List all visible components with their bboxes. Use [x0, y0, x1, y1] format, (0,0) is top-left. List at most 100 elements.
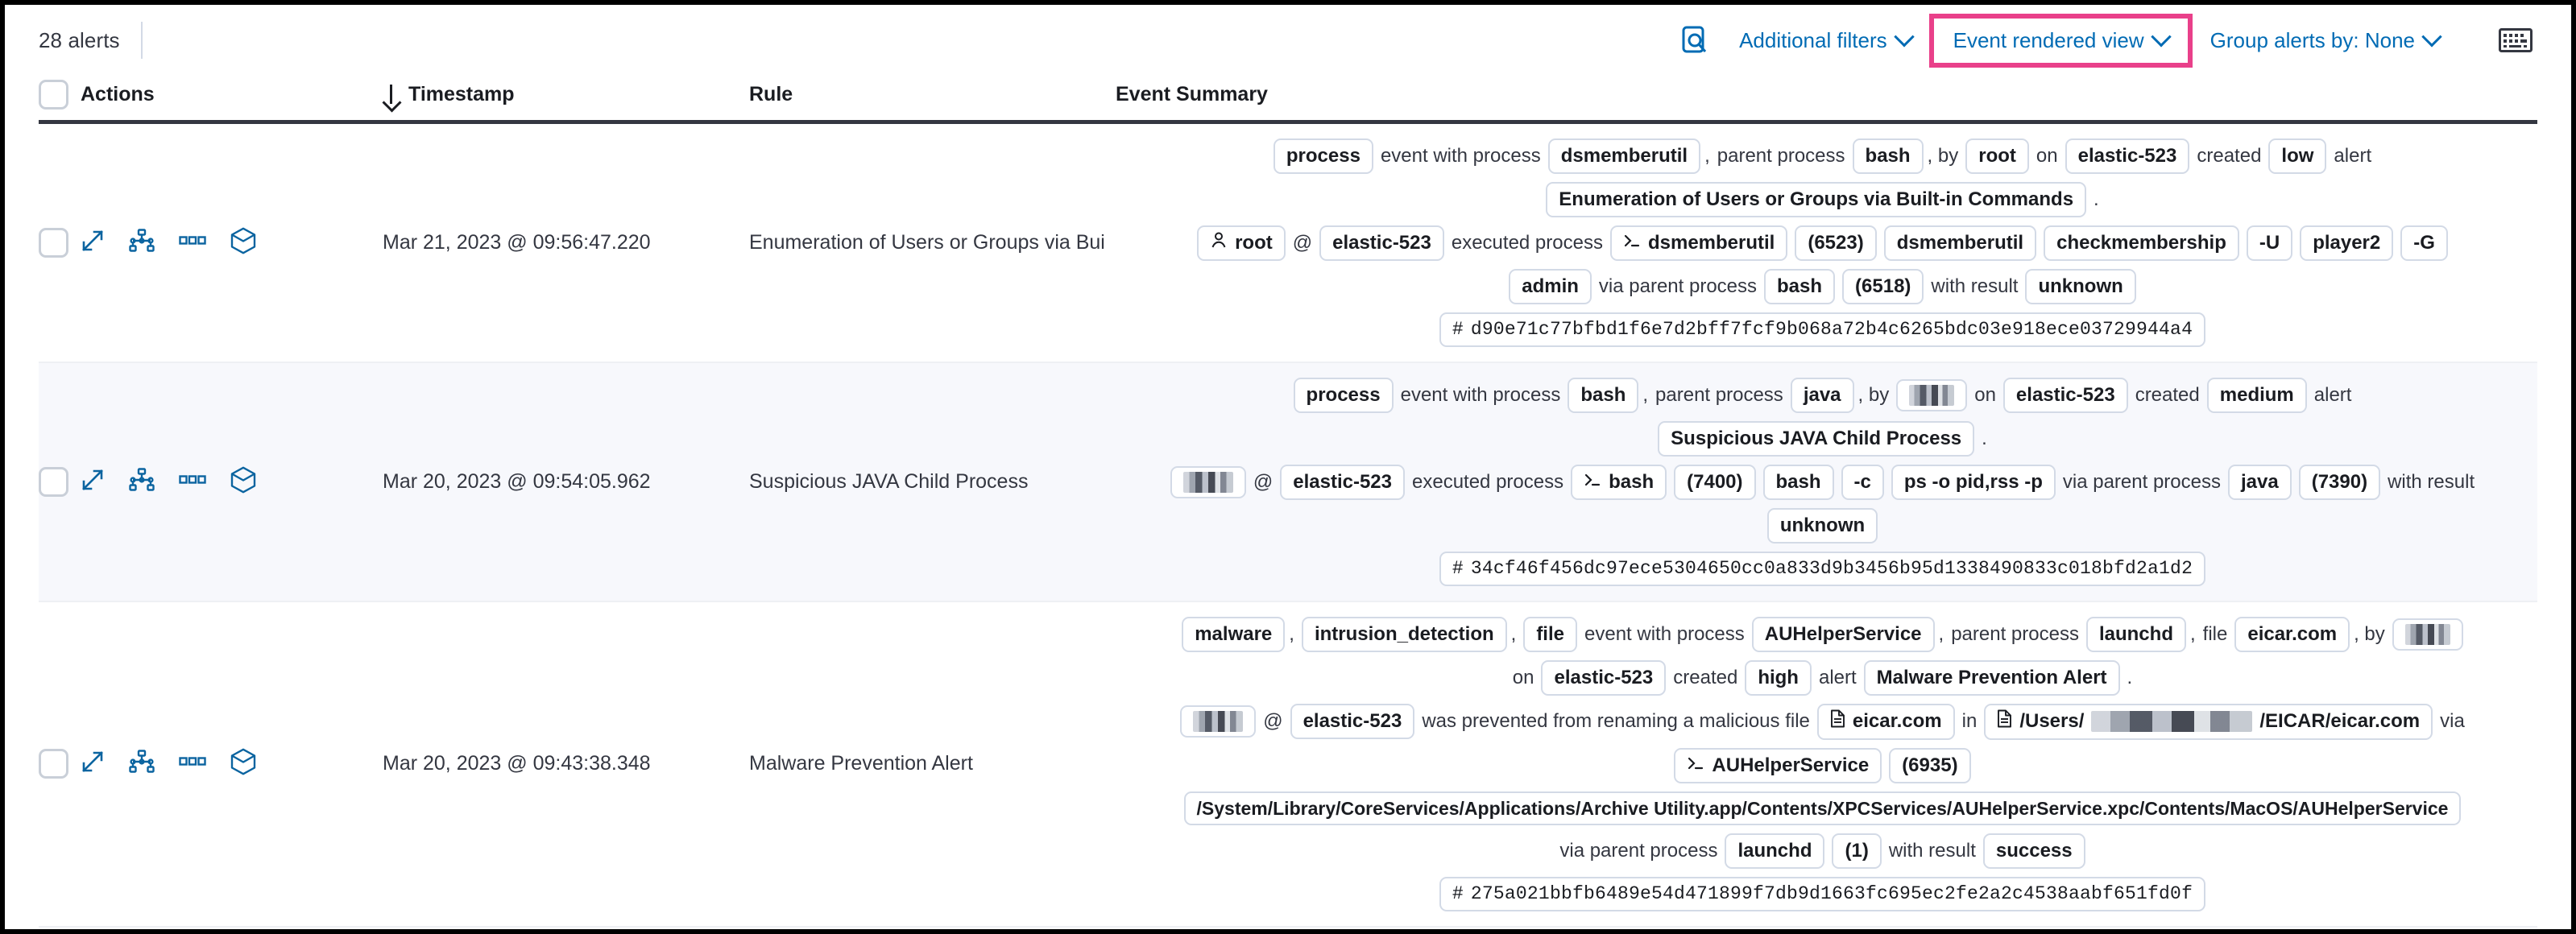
redacted-user-chip[interactable] [1170, 465, 1246, 498]
redacted-user-chip[interactable] [1896, 378, 1968, 411]
value-chip[interactable]: -G [2400, 225, 2448, 261]
row-select-checkbox[interactable] [39, 749, 81, 779]
expand-icon[interactable] [81, 229, 105, 257]
value-chip[interactable]: medium [2206, 377, 2307, 413]
analyzer-icon[interactable] [129, 467, 155, 496]
value-chip[interactable]: (7390) [2298, 464, 2381, 500]
value-chip[interactable]: (6523) [1795, 225, 1877, 261]
rule-name[interactable]: Suspicious JAVA Child Process [749, 469, 1029, 493]
column-header-timestamp[interactable]: Timestamp [383, 83, 749, 106]
value-chip[interactable]: root [1965, 138, 2029, 174]
chip-label: dsmemberutil [1647, 232, 1775, 254]
value-chip[interactable]: ps -o pid,rss -p [1891, 464, 2056, 500]
keyboard-icon[interactable] [2494, 19, 2537, 62]
value-chip[interactable]: dsmemberutil [1547, 138, 1701, 174]
session-view-icon[interactable] [230, 466, 256, 498]
value-chip[interactable]: process [1273, 138, 1373, 174]
value-chip[interactable]: (6518) [1842, 269, 1924, 304]
column-header-rule[interactable]: Rule [749, 83, 1116, 106]
value-chip[interactable]: bash [1852, 138, 1924, 174]
executable-path-chip[interactable]: /System/Library/CoreServices/Application… [1183, 791, 2462, 826]
hash-chip[interactable]: #d90e71c77bfbd1f6e7d2bff7fcf9b068a72b4c6… [1439, 312, 2206, 347]
hash-chip[interactable]: #34cf46f456dc97ece5304650cc0a833d9b3456b… [1439, 551, 2206, 586]
row-select-checkbox[interactable] [39, 227, 81, 258]
value-chip[interactable]: launchd [1725, 833, 1825, 870]
value-chip[interactable]: success [1982, 833, 2085, 870]
value-chip[interactable]: elastic-523 [1319, 225, 1444, 261]
value-chip[interactable]: elastic-523 [1280, 464, 1405, 500]
value-chip[interactable]: bash [1764, 269, 1836, 304]
value-chip[interactable]: eicar.com [2234, 616, 2350, 652]
value-chip[interactable]: -U [2246, 225, 2293, 261]
session-view-icon[interactable] [230, 748, 256, 779]
table-header-row: Actions Timestamp Rule Event Summary [39, 76, 2537, 124]
file-icon [1997, 709, 2012, 734]
inspect-search-icon[interactable] [1673, 18, 1718, 63]
value-chip[interactable]: elastic-523 [1290, 704, 1415, 739]
value-chip[interactable]: low [2268, 138, 2327, 174]
more-actions-icon[interactable] [179, 474, 206, 490]
event-rendered-view-button[interactable]: Event rendered view [1940, 22, 2181, 60]
additional-filters-button[interactable]: Additional filters [1726, 22, 1924, 60]
hash-chip[interactable]: #275a021bbfb6489e54d471899f7db9d1663fc69… [1439, 877, 2206, 911]
value-chip[interactable]: -c [1841, 464, 1884, 500]
file-path-chip[interactable]: /Users//EICAR/eicar.com [1984, 703, 2433, 740]
rule-name[interactable]: Enumeration of Users or Groups via Bui [749, 230, 1105, 254]
hash-symbol-icon: # [1452, 557, 1464, 579]
value-chip[interactable]: Suspicious JAVA Child Process [1658, 420, 1975, 457]
value-chip[interactable]: elastic-523 [2065, 138, 2190, 174]
row-select-checkbox[interactable] [39, 466, 81, 497]
value-chip[interactable]: (7400) [1674, 464, 1756, 500]
value-chip[interactable]: file [1523, 616, 1577, 652]
process-chip[interactable]: AUHelperService [1674, 747, 1882, 783]
select-all-checkbox[interactable] [39, 80, 81, 110]
value-chip[interactable]: high [1745, 659, 1812, 696]
summary-line: unknown [1766, 507, 1878, 543]
group-alerts-by-button[interactable]: Group alerts by: None [2197, 22, 2452, 60]
value-chip[interactable]: java [1790, 377, 1854, 413]
value-chip[interactable]: Enumeration of Users or Groups via Built… [1546, 182, 2087, 217]
redacted-user-chip[interactable] [1180, 705, 1257, 738]
value-chip[interactable]: elastic-523 [1541, 659, 1667, 696]
value-chip[interactable]: player2 [2300, 225, 2394, 261]
value-chip[interactable]: bash [1762, 464, 1834, 500]
value-chip[interactable]: Malware Prevention Alert [1863, 659, 2120, 696]
more-actions-icon[interactable] [179, 235, 206, 250]
value-chip[interactable]: unknown [2025, 269, 2136, 304]
rule-name[interactable]: Malware Prevention Alert [749, 752, 973, 775]
value-chip[interactable]: launchd [2085, 616, 2186, 652]
value-chip[interactable]: checkmembership [2044, 225, 2239, 261]
value-chip[interactable]: bash [1568, 377, 1639, 413]
user-chip[interactable]: root [1197, 225, 1286, 261]
analyzer-icon[interactable] [129, 229, 155, 257]
value-chip[interactable]: (1) [1832, 833, 1882, 870]
value-chip[interactable]: malware [1182, 616, 1286, 652]
column-header-event-summary[interactable]: Event Summary [1116, 83, 2537, 106]
value-chip[interactable]: (6935) [1889, 747, 1971, 783]
value-chip[interactable]: elastic-523 [2002, 377, 2128, 413]
value-chip[interactable]: process [1293, 377, 1394, 413]
more-actions-icon[interactable] [179, 756, 206, 771]
column-header-actions[interactable]: Actions [81, 83, 383, 106]
process-chip[interactable]: dsmemberutil [1609, 225, 1788, 261]
expand-icon[interactable] [81, 468, 105, 496]
analyzer-icon[interactable] [129, 750, 155, 778]
value-chip[interactable]: admin [1509, 269, 1592, 304]
redacted-user-chip[interactable] [2392, 618, 2463, 651]
process-chip[interactable]: bash [1571, 464, 1667, 500]
value-chip[interactable]: unknown [1766, 507, 1878, 543]
session-view-icon[interactable] [230, 227, 256, 258]
expand-icon[interactable] [81, 750, 105, 778]
terminal-icon [1687, 754, 1704, 778]
file-chip[interactable]: eicar.com [1816, 703, 1955, 740]
value-chip[interactable]: intrusion_detection [1301, 616, 1507, 652]
value-chip[interactable]: java [2227, 464, 2292, 500]
value-chip[interactable]: dsmemberutil [1883, 225, 2037, 261]
summary-text: on [1974, 383, 1996, 406]
value-chip[interactable]: AUHelperService [1751, 616, 1935, 652]
